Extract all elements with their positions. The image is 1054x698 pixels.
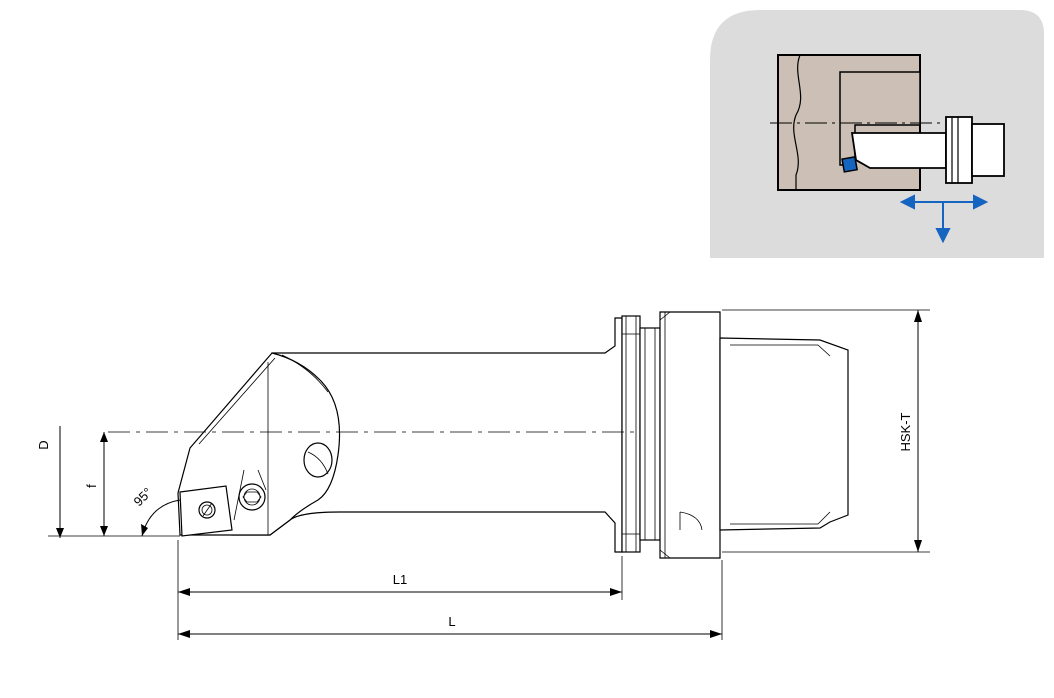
- inset-insert: [841, 156, 858, 173]
- overall-length-label: L: [448, 614, 455, 629]
- inset-feed-arrows: [899, 194, 989, 244]
- coolant-outlet: [303, 442, 333, 478]
- shank-length-label: L1: [393, 572, 407, 587]
- interface-label: HSK-T: [898, 412, 913, 451]
- offset-label: f: [84, 484, 99, 488]
- diameter-label: D: [36, 440, 51, 449]
- clamp-screw: [233, 469, 267, 521]
- angle-label: 95°: [131, 485, 156, 510]
- dimension-lines: [48, 309, 930, 640]
- inset-boring-bar: [850, 132, 947, 169]
- flange: [621, 311, 721, 559]
- inset-wavy-break: [793, 54, 802, 190]
- machining-inset: [710, 10, 1044, 258]
- inset-taper: [971, 123, 1005, 177]
- hsk-taper: [719, 337, 849, 531]
- insert: [179, 485, 233, 537]
- inset-bore: [839, 71, 921, 166]
- tool-holder: [108, 311, 849, 559]
- inset-flange: [945, 116, 973, 184]
